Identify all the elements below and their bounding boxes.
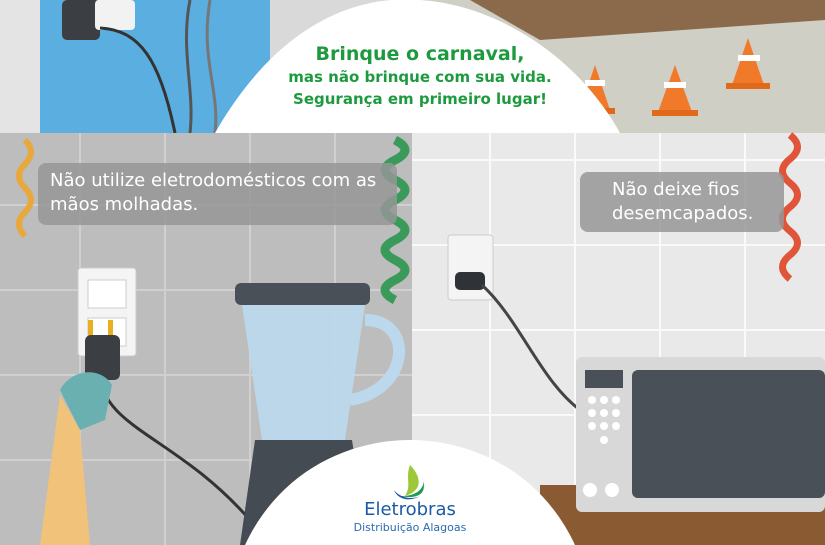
logo-name: Eletrobras: [364, 499, 456, 520]
wooden-board: [470, 0, 825, 40]
headline-line-3: Segurança em primeiro lugar!: [293, 90, 547, 108]
headline-arch: [215, 0, 620, 133]
tip-exposed-wires: Não deixe fios desemcapados.: [580, 172, 784, 232]
headline-line-1: Brinque o carnaval,: [315, 43, 525, 65]
eletrobras-logo: Eletrobras Distribuição Alagoas: [340, 500, 480, 536]
headline: Brinque o carnaval, mas não brinque com …: [250, 42, 590, 110]
tip-wet-hands: Não utilize eletrodomésticos com as mãos…: [38, 163, 397, 225]
eletrobras-logo-icon: [394, 465, 424, 500]
yellow-streamer: [16, 137, 34, 239]
plug-in-hand: [40, 320, 252, 545]
right-outlet: [447, 234, 581, 412]
wall-edge: [0, 0, 40, 133]
logo-subtitle: Distribuição Alagoas: [353, 521, 467, 534]
plug-top: [62, 0, 218, 134]
headline-line-2: mas não brinque com sua vida.: [288, 68, 552, 86]
microwave: [576, 357, 825, 512]
red-streamer: [779, 132, 801, 282]
